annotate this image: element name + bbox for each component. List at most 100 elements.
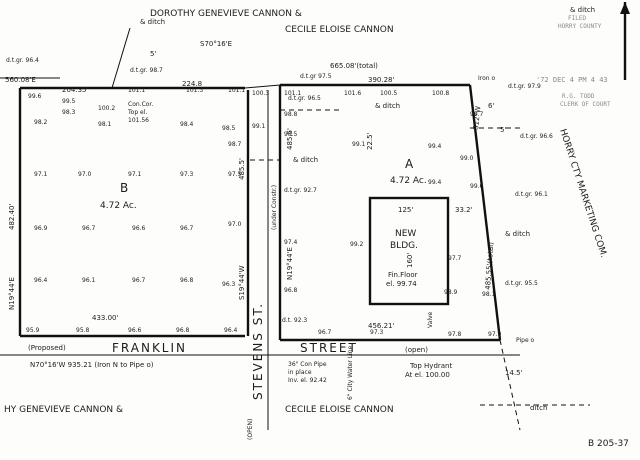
elev-c4: 98.7 bbox=[228, 141, 242, 148]
elev-c1: 98.1 bbox=[98, 121, 112, 128]
con-cor-label: Con.Cor. bbox=[128, 101, 153, 108]
new-building-label-1: NEW bbox=[395, 229, 416, 239]
elev-f6: 98.9 bbox=[444, 289, 458, 296]
elev-g6: 97.3 bbox=[370, 329, 384, 336]
elev-a1: 99.5 bbox=[62, 98, 76, 105]
stamp-date: '72 DEC 4 PM 4 43 bbox=[536, 76, 608, 84]
elev-d0: 97.1 bbox=[34, 171, 48, 178]
lot-a-area: 4.72 Ac. bbox=[390, 176, 427, 186]
dim-6: 6' bbox=[488, 102, 494, 110]
elev-h5: 97.7 bbox=[448, 255, 462, 262]
dim-n19b: N19°44'E bbox=[286, 247, 294, 280]
franklin-label: FRANKLIN bbox=[112, 341, 187, 355]
ditch-note-3: & ditch bbox=[293, 156, 318, 164]
elev-a2: 100.2 bbox=[98, 105, 115, 112]
valve-label: Valve bbox=[427, 311, 434, 328]
dim-n19: N19°44'E bbox=[8, 277, 16, 310]
dim-560: 560.08'E bbox=[5, 76, 36, 84]
elev-a0: 99.6 bbox=[28, 93, 42, 100]
elev-g8: 97.9 bbox=[488, 331, 502, 338]
marketing-label: HORRY CTY MARKETING COM. bbox=[557, 128, 608, 259]
dim-s12: S12°W bbox=[472, 106, 482, 131]
dim-125: 125' bbox=[398, 206, 413, 214]
dtgr-923: d.t. 92.3 bbox=[282, 317, 307, 324]
ditch-note-1: & ditch bbox=[140, 18, 165, 26]
lot-b-area: 4.72 Ac. bbox=[100, 201, 137, 211]
elev-d1: 97.0 bbox=[78, 171, 92, 178]
stevens-open-label: (OPEN) bbox=[247, 419, 254, 440]
elev-e6: 99.2 bbox=[350, 241, 364, 248]
top-el-label: Top el. bbox=[127, 109, 147, 116]
elev-d7: 99.4 bbox=[428, 143, 442, 150]
dim-s19: S19°44'W bbox=[238, 265, 246, 300]
iron-label: Iron o bbox=[478, 75, 495, 82]
elev-h1: 98.8 bbox=[284, 111, 298, 118]
east-extension bbox=[499, 339, 521, 431]
dtgr-961: d.t.gr. 96.1 bbox=[515, 191, 548, 198]
fin-floor-el: el. 99.74 bbox=[386, 280, 417, 288]
dim-485c: 485.55'(total) bbox=[484, 242, 495, 291]
proposed-label: (Proposed) bbox=[28, 344, 66, 352]
dim-485b: 485.5' bbox=[286, 128, 294, 150]
elev-h0: 99.1 bbox=[252, 123, 266, 130]
elev-b2: 101.1 bbox=[284, 90, 301, 97]
stevens-crossing bbox=[244, 84, 281, 89]
elev-e2: 96.6 bbox=[132, 225, 146, 232]
ditch-note-5: & ditch bbox=[570, 6, 595, 14]
pipe-note-1: 36" Con Pipe bbox=[288, 361, 327, 368]
water-line-label: 6" City Water Line bbox=[347, 345, 354, 400]
dim-5: 5' bbox=[150, 50, 156, 58]
dim-14: 14.5' bbox=[505, 369, 523, 377]
pipe-note-2: in place bbox=[288, 369, 312, 376]
elev-a5: 101.1 bbox=[228, 87, 245, 94]
franklin-bearing: N70°16'W 935.21 (Iron N to Pipe o) bbox=[30, 361, 154, 369]
street-label: STREET bbox=[300, 341, 358, 355]
dim-22-5: 22.5' bbox=[366, 132, 374, 150]
elev-d2: 97.1 bbox=[128, 171, 142, 178]
elev-e7: 99.0 bbox=[470, 183, 484, 190]
dim-485: 485.5' bbox=[238, 158, 246, 180]
dtgr-966: d.t.gr. 96.6 bbox=[520, 133, 553, 140]
stamp-filed: FILED bbox=[568, 15, 586, 22]
elev-g5: 96.7 bbox=[318, 329, 332, 336]
dtgr-965: d.t.gr. 96.5 bbox=[288, 95, 321, 102]
nw-ditch-line bbox=[111, 27, 131, 89]
elev-f7: 98.1 bbox=[482, 291, 496, 298]
dtgr-975: d.t.gr 97.5 bbox=[300, 73, 332, 80]
stevens-under-construction: (under Constr.) bbox=[271, 185, 278, 230]
fin-floor-label: Fin.Floor bbox=[388, 271, 418, 279]
pipe-label: Pipe o bbox=[516, 337, 535, 344]
elev-e3: 96.7 bbox=[180, 225, 194, 232]
new-building-label-2: BLDG. bbox=[390, 241, 418, 251]
dtgr-979: d.t.gr. 97.9 bbox=[508, 83, 541, 90]
elev-e0: 96.9 bbox=[34, 225, 48, 232]
street-open-label: (open) bbox=[405, 346, 428, 354]
stevens-street-label: STEVENS ST. bbox=[251, 302, 265, 400]
elev-c2: 98.4 bbox=[180, 121, 194, 128]
elev-c3: 98.5 bbox=[222, 125, 236, 132]
lot-a-label: A bbox=[405, 157, 415, 171]
sheet-reference: B 205-37 bbox=[588, 439, 629, 449]
elev-c0: 98.2 bbox=[34, 119, 48, 126]
owners-top-label: DOROTHY GENEVIEVE CANNON & bbox=[150, 9, 302, 19]
elev-e5: 97.4 bbox=[284, 239, 298, 246]
hydrant-label: Top Hydrant bbox=[409, 362, 452, 370]
dim-390: 390.28' bbox=[368, 76, 394, 84]
dtgr-927: d.t.gr. 92.7 bbox=[284, 187, 317, 194]
dim-33-2: 33.2' bbox=[455, 206, 473, 214]
elev-g1: 95.8 bbox=[76, 327, 90, 334]
owners-bottom-label-2: CECILE ELOISE CANNON bbox=[285, 405, 394, 415]
elev-f4: 96.3 bbox=[222, 281, 236, 288]
stamp-clerk-title: CLERK OF COURT bbox=[560, 101, 611, 108]
lot-b-label: B bbox=[120, 181, 130, 195]
owners-bottom-label: HY GENEVIEVE CANNON & bbox=[4, 405, 123, 415]
dtgr-964: d.t.gr. 96.4 bbox=[6, 57, 39, 64]
elev-e4: 97.0 bbox=[228, 221, 242, 228]
ditch-note-6: ditch bbox=[530, 404, 547, 412]
elev-g3: 96.8 bbox=[176, 327, 190, 334]
elev-d5: 98.5 bbox=[284, 131, 298, 138]
elev-b0: 98.3 bbox=[62, 109, 76, 116]
ditch-note-4: & ditch bbox=[505, 230, 530, 238]
elev-g4: 96.4 bbox=[224, 327, 238, 334]
elev-d6: 99.1 bbox=[352, 141, 366, 148]
